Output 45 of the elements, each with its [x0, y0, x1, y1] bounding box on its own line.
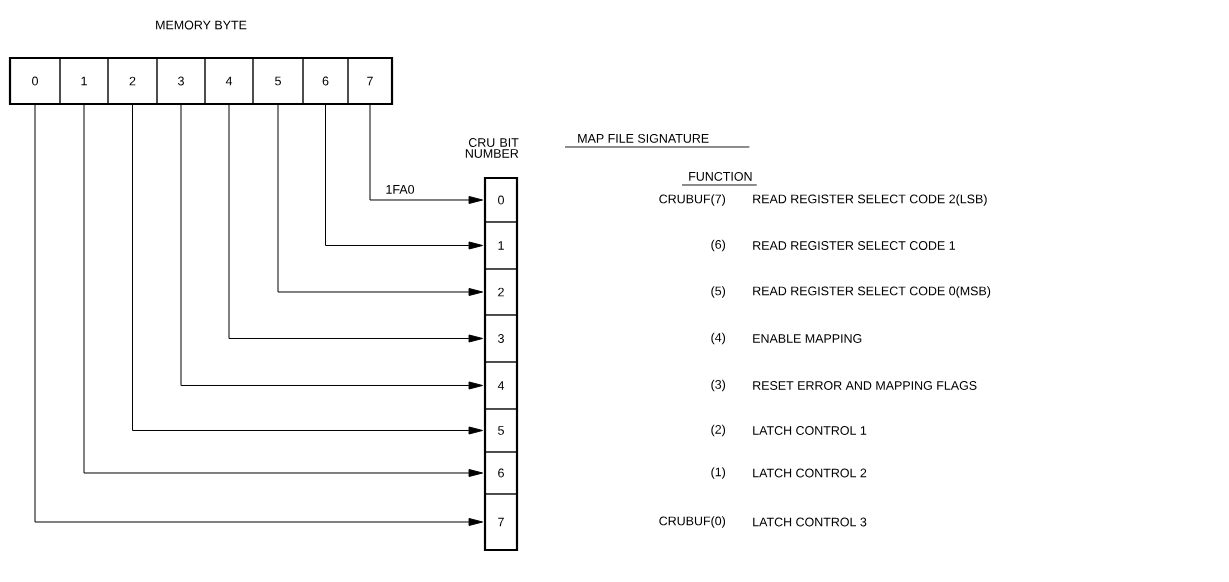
column-heading: MAP FILE SIGNATURE [564, 134, 750, 148]
function-label: READ REGISTER SELECT CODE 1 [753, 241, 956, 250]
bit-cell: 2 [107, 57, 158, 105]
bit-cell: 7 [347, 57, 393, 105]
bit-cell: 5 [484, 408, 518, 453]
signature-label: (3) [711, 379, 726, 392]
arrow [228, 103, 483, 343]
arrow [34, 103, 483, 526]
signature-label: (2) [711, 424, 726, 437]
function-label: LATCH CONTROL 1 [753, 426, 867, 435]
bit-cell: 1 [484, 221, 518, 270]
column-heading: FUNCTION [681, 172, 758, 186]
arrow [132, 103, 483, 435]
bit-cell: 3 [484, 314, 518, 363]
node-label: MEMORY BYTE [156, 20, 247, 30]
signature-label: (4) [711, 332, 726, 345]
bit-cell: 0 [9, 57, 61, 105]
bit-cell: 0 [484, 177, 518, 223]
bit-cell: 6 [484, 451, 518, 495]
signature-label: CRUBUF(0) [659, 516, 725, 528]
bit-cell: 5 [252, 57, 304, 105]
function-label: LATCH CONTROL 3 [753, 517, 867, 527]
signature-label: (1) [711, 467, 726, 479]
arrow [83, 103, 483, 477]
function-label: LATCH CONTROL 2 [753, 468, 867, 478]
signature-label: (5) [711, 286, 726, 298]
bit-cell: 3 [156, 57, 206, 105]
function-label: READ REGISTER SELECT CODE 2(LSB) [753, 194, 987, 206]
bit-cell: 2 [484, 268, 518, 316]
signature-label: CRUBUF(7) [659, 194, 725, 206]
bit-cell: 4 [204, 57, 254, 105]
bit-cell: 4 [484, 361, 518, 410]
arrow [325, 103, 483, 250]
function-label: RESET ERROR AND MAPPING FLAGS [753, 381, 977, 390]
bit-cell: 1 [59, 57, 109, 105]
node-label: CRU BIT NUMBER [465, 138, 519, 158]
function-label: READ REGISTER SELECT CODE 0(MSB) [753, 286, 991, 298]
arrow [180, 103, 483, 390]
bit-cell: 7 [484, 493, 518, 551]
arrow [369, 103, 483, 204]
bit-cell: 6 [302, 57, 349, 105]
edge-label: 1FA0 [384, 184, 416, 195]
signature-label: (6) [711, 239, 726, 252]
arrow [277, 103, 483, 296]
function-label: ENABLE MAPPING [753, 334, 862, 343]
